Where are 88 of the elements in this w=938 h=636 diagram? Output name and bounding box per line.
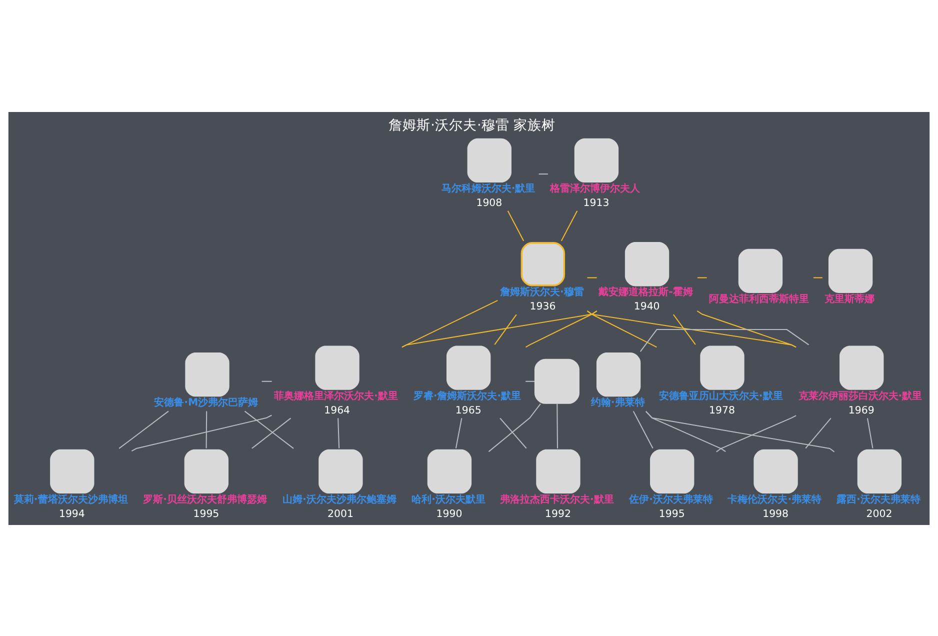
connector bbox=[500, 417, 527, 448]
node-label: 罗斯·贝丝沃尔夫舒弗博瑟姆 bbox=[143, 494, 267, 506]
node-label: 安德鲁·M沙弗尔巴萨姆 bbox=[154, 397, 258, 408]
node-box bbox=[857, 448, 902, 494]
node-box bbox=[624, 242, 670, 286]
node-label: 戴安娜道格拉斯-霍姆 bbox=[598, 286, 693, 298]
connector bbox=[560, 210, 578, 241]
connector bbox=[131, 414, 272, 452]
connector bbox=[244, 410, 294, 448]
connector bbox=[507, 210, 524, 241]
connector bbox=[252, 417, 292, 448]
node-label: 格雷泽尔博伊尔夫人 bbox=[550, 183, 640, 194]
node-box bbox=[754, 448, 798, 494]
node-box bbox=[738, 248, 783, 292]
connector bbox=[262, 380, 272, 382]
node-label: 2002 bbox=[866, 508, 892, 520]
connector bbox=[494, 314, 517, 344]
connector bbox=[672, 314, 696, 344]
connector bbox=[640, 328, 810, 352]
node-box bbox=[650, 448, 694, 494]
node-label: 卡梅伦沃尔夫·弗莱特 bbox=[728, 494, 822, 506]
node-box bbox=[840, 345, 884, 390]
node-label: 约翰·弗莱特 bbox=[590, 397, 645, 408]
node-label: 1913 bbox=[583, 197, 610, 208]
node-label: 佐伊·沃尔夫弗莱特 bbox=[629, 494, 714, 506]
node-label: 罗睿·詹姆斯沃尔夫·默里 bbox=[413, 390, 522, 402]
node-label: 哈利·沃尔夫默里 bbox=[412, 494, 486, 506]
connector bbox=[696, 310, 796, 348]
node-label: 2001 bbox=[328, 508, 354, 520]
connector bbox=[118, 410, 169, 448]
connector bbox=[526, 310, 598, 348]
node-label: 克莱尔伊丽莎白沃尔夫·默里 bbox=[798, 390, 922, 402]
connector bbox=[402, 310, 598, 348]
node-box bbox=[446, 345, 491, 390]
node-box bbox=[50, 448, 94, 494]
node-box bbox=[536, 448, 580, 494]
connector bbox=[338, 418, 340, 448]
node-label: 露西·沃尔夫弗莱特 bbox=[836, 494, 920, 506]
node-box bbox=[185, 352, 230, 396]
node-box bbox=[596, 352, 641, 396]
node-label: 安德鲁亚历山大沃尔夫·默里 bbox=[658, 390, 783, 402]
connector bbox=[586, 310, 657, 348]
connector bbox=[646, 410, 835, 452]
connector bbox=[488, 403, 541, 452]
node-label: 莫莉·蕾塔沃尔夫沙弗博坦 bbox=[14, 494, 128, 506]
node-label: 詹姆斯沃尔夫·穆雷 bbox=[500, 286, 584, 298]
node-box bbox=[315, 345, 360, 390]
node-box bbox=[574, 138, 619, 182]
connector bbox=[455, 418, 462, 448]
node-label: 1995 bbox=[658, 508, 685, 520]
node-box bbox=[467, 138, 512, 182]
node-label: 1992 bbox=[545, 508, 571, 520]
node-label: 马尔科姆沃尔夫·默里 bbox=[441, 183, 536, 194]
node-label: 1908 bbox=[476, 197, 502, 208]
connector bbox=[538, 173, 548, 174]
node-label: 山姆·沃尔夫沙弗尔鲍塞姆 bbox=[282, 494, 396, 506]
connector bbox=[556, 403, 558, 448]
node-label: 1965 bbox=[455, 404, 482, 416]
connector bbox=[813, 276, 822, 278]
connector bbox=[632, 410, 654, 448]
connector bbox=[206, 410, 208, 448]
node-label: 1998 bbox=[762, 508, 789, 520]
connector bbox=[716, 414, 796, 452]
node-label: 1994 bbox=[58, 508, 85, 520]
node-label: 1995 bbox=[193, 508, 220, 520]
diagram-title: 詹姆斯·沃尔夫·穆雷 家族树 bbox=[388, 117, 556, 134]
node-box bbox=[828, 248, 873, 292]
node-box bbox=[700, 345, 744, 390]
node-label: 菲奥娜格里泽尔沃尔夫·默里 bbox=[274, 390, 398, 402]
node-label: 1978 bbox=[709, 404, 736, 416]
node-label: 1990 bbox=[436, 508, 462, 520]
node-box bbox=[184, 448, 228, 494]
connector bbox=[805, 417, 832, 448]
node-label: 1940 bbox=[634, 301, 660, 312]
connector bbox=[586, 310, 796, 348]
node-label: 1936 bbox=[530, 301, 556, 312]
node-label: 1969 bbox=[848, 404, 874, 416]
node-label: 阿曼达菲利西蒂斯特里 bbox=[709, 294, 810, 305]
connector bbox=[866, 418, 874, 448]
node-label: 克里斯蒂娜 bbox=[824, 294, 875, 305]
node-box bbox=[427, 448, 472, 494]
connector bbox=[526, 380, 535, 382]
node-box bbox=[318, 448, 363, 494]
node-label: 弗洛拉杰西卡沃尔夫·默里 bbox=[500, 494, 614, 506]
connector bbox=[697, 276, 707, 278]
node-label: 1964 bbox=[324, 404, 350, 416]
connector bbox=[587, 276, 597, 278]
node-box bbox=[534, 358, 580, 404]
